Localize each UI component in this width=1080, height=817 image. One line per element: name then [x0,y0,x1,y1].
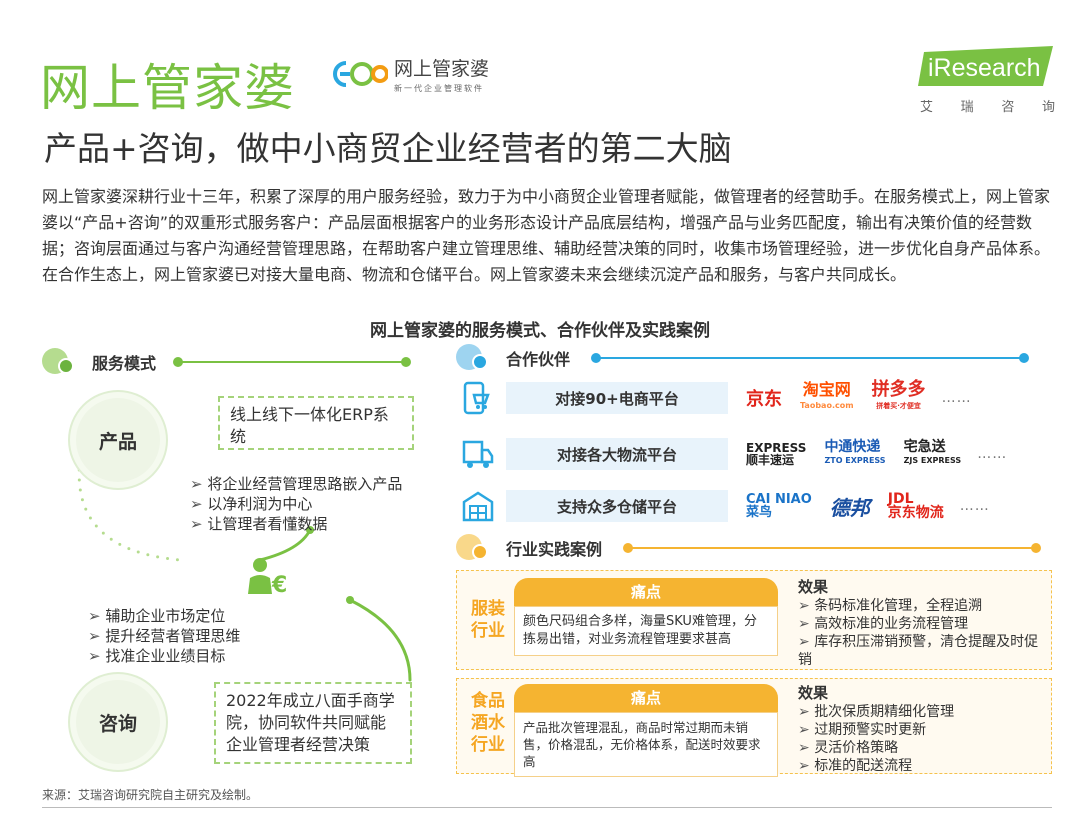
headline: 产品+咨询，做中小商贸企业经营者的第二大脑 [44,129,732,168]
effect-title: 效果 [798,578,829,596]
product-box: 线上线下一体化ERP系统 [218,396,414,450]
effect-panel: 效果 条码标准化管理，全程追溯 高效标准的业务流程管理 库存积压滞销预警，清仓提… [798,576,1046,669]
service-heading-line [173,357,412,367]
iresearch-cn: 艾 瑞 咨 询 [920,96,1055,115]
list-item: 提升经营者管理思维 [88,626,240,646]
service-heading: 服务模式 [42,348,412,376]
jd-logo: 京东 [746,389,782,410]
blue-dots-icon [456,344,496,372]
list-item: 标准的配送流程 [798,757,1046,775]
pinduoduo-logo: 拼多多拼着买·才便宜 [871,379,926,411]
pain-text: 产品批次管理混乱，商品时常过期而未销售，价格混乱，无价格体系，配送时效要求高 [514,712,778,777]
list-item: 库存积压滞销预警，清仓提醒及时促销 [798,633,1046,669]
case-label: 食品酒水行业 [471,691,505,755]
ir-cn-char: 艾 [920,100,934,115]
pain-title: 痛点 [514,684,778,712]
consult-node: 咨询 [70,674,166,770]
warehouse-icon [462,490,494,522]
partners-heading: 合作伙伴 [456,344,1030,372]
list-item: 过期预警实时更新 [798,721,1046,739]
section-title: 网上管家婆的服务模式、合作伙伴及实践案例 [370,321,710,341]
logo-subtitle: 新一代企业管理软件 [394,84,484,93]
intro-paragraph: 网上管家婆深耕行业十三年，积累了深厚的用户服务经验，致力于为中小商贸企业管理者赋… [42,187,1051,284]
list-item: 批次保质期精细化管理 [798,703,1046,721]
list-item: 灵活价格策略 [798,739,1046,757]
footer-divider [42,807,1052,808]
consult-box: 2022年成立八面手商学院，协同软件共同赋能企业管理者经营决策 [214,682,412,764]
delivery-truck-icon [462,438,494,470]
logo-name: 网上管家婆 [394,58,490,80]
cases-heading-line [623,543,1042,553]
pain-panel: 痛点 颜色尺码组合多样，海量SKU难管理，分拣易出错，对业务流程管理要求甚高 [514,578,778,656]
case-label: 服装行业 [471,599,505,641]
manager-euro-icon: € [246,556,292,600]
brand-title: 网上管家婆 [40,59,295,117]
pain-text: 颜色尺码组合多样，海量SKU难管理，分拣易出错，对业务流程管理要求甚高 [514,606,778,656]
consult-bullets: 辅助企业市场定位 提升经营者管理思维 找准企业业绩目标 [88,606,240,666]
svg-text:€: € [271,573,287,596]
more-ellipsis: …… [941,390,972,406]
more-ellipsis: …… [977,446,1008,462]
more-ellipsis: …… [959,498,990,514]
partner-label: 支持众多仓储平台 [506,490,728,522]
partners-heading-line [591,353,1030,363]
list-item: 将企业经营管理思路嵌入产品 [190,474,402,494]
ir-cn-char: 询 [1041,100,1055,115]
orange-dots-icon [456,534,496,562]
product-node: 产品 [70,392,166,488]
source-note: 来源：艾瑞咨询研究院自主研究及绘制。 [42,788,259,802]
iresearch-logo: iResearch [918,46,1053,86]
list-item: 条码标准化管理，全程追溯 [798,597,1046,615]
list-item: 辅助企业市场定位 [88,606,240,626]
eqo-logo-icon [332,55,389,93]
list-item: 让管理者看懂数据 [190,514,402,534]
partner-label: 对接90+电商平台 [506,382,728,414]
effect-panel: 效果 批次保质期精细化管理 过期预警实时更新 灵活价格策略 标准的配送流程 [798,682,1046,775]
list-item: 找准企业业绩目标 [88,646,240,666]
product-bullets: 将企业经营管理思路嵌入产品 以净利润为中心 让管理者看懂数据 [190,474,402,534]
cases-heading-label: 行业实践案例 [506,540,603,559]
effect-title: 效果 [798,684,829,702]
partner-label: 对接各大物流平台 [506,438,728,470]
iresearch-text: iResearch [928,54,1041,82]
cases-heading: 行业实践案例 [456,534,1042,562]
pain-panel: 痛点 产品批次管理混乱，商品时常过期而未销售，价格混乱，无价格体系，配送时效要求… [514,684,778,777]
partners-heading-label: 合作伙伴 [506,350,571,369]
service-heading-label: 服务模式 [92,354,157,373]
deppon-logo: 德邦 [829,495,870,520]
ir-cn-char: 瑞 [960,100,974,115]
ir-cn-char: 咨 [1001,100,1015,115]
brand-logo: 网上管家婆 新一代企业管理软件 [332,54,489,94]
list-item: 高效标准的业务流程管理 [798,615,1046,633]
pain-title: 痛点 [514,578,778,606]
list-item: 以净利润为中心 [190,494,402,514]
mobile-cart-icon [462,381,494,415]
green-dots-icon [42,348,82,376]
